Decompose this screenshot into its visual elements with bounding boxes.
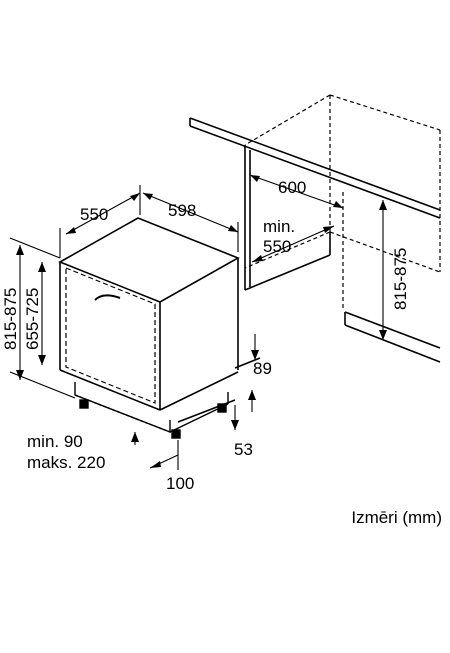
niche-min-depth-prefix: min. (263, 217, 295, 236)
plinth-gap-label: 53 (234, 440, 253, 459)
countertop (189, 117, 441, 219)
arrowheads (16, 175, 387, 468)
height-body-label: 655-725 (23, 288, 42, 350)
niche-min-depth-value: 550 (263, 237, 291, 256)
foot-max-label: maks. 220 (27, 453, 105, 472)
side-panel (244, 145, 331, 291)
dishwasher-body (58, 217, 240, 411)
plinth-height-label: 89 (253, 359, 272, 378)
dimension-lines (9, 174, 384, 470)
niche-width-label: 600 (278, 178, 306, 197)
plinth (74, 382, 229, 439)
niche-outline (244, 94, 441, 310)
height-total-label: 815-875 (1, 288, 20, 350)
units-caption: Izmēri (mm) (351, 508, 442, 527)
niche-height-label: 815-875 (391, 248, 410, 310)
foot-min-label: min. 90 (27, 432, 83, 451)
width-label: 598 (168, 201, 196, 220)
plinth-depth-label: 100 (166, 474, 194, 493)
depth-label: 550 (80, 205, 108, 224)
